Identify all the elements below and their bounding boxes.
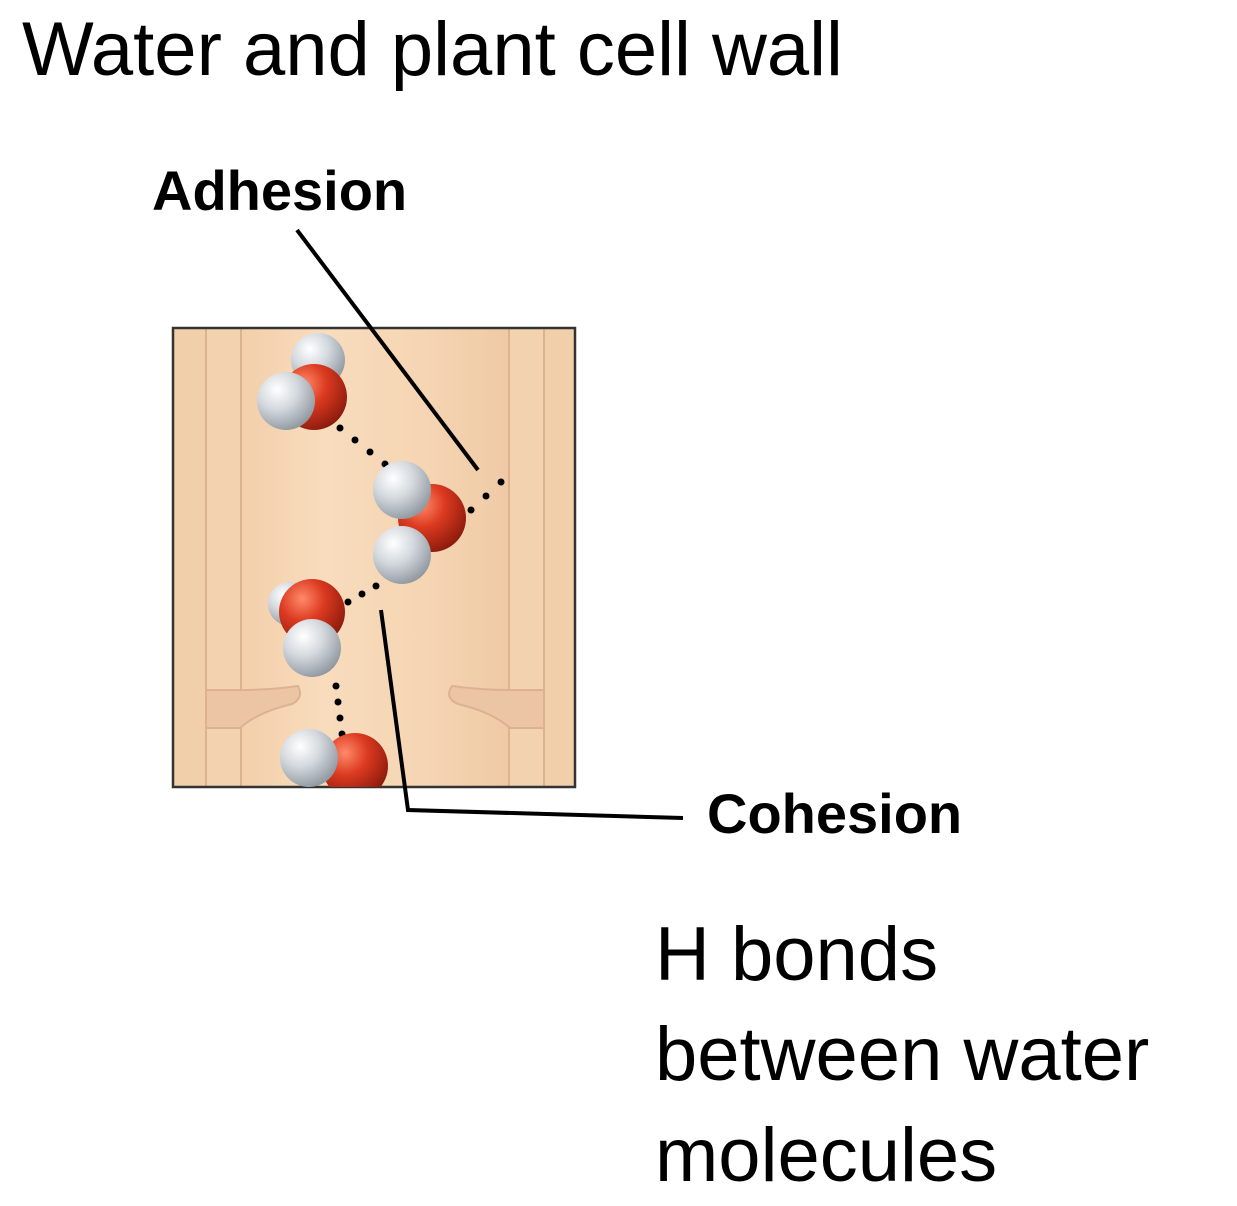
water-molecule-icon xyxy=(268,579,345,677)
adhesion-label: Adhesion xyxy=(152,159,408,222)
hydrogen-bond-dots xyxy=(332,424,505,738)
caption-line: H bonds xyxy=(655,912,939,997)
cohesion-label: Cohesion xyxy=(707,782,963,845)
water-molecule-icon xyxy=(373,461,466,584)
caption-line: molecules xyxy=(655,1112,998,1198)
adhesion-leader-line xyxy=(295,228,480,472)
page-title: Water and plant cell wall xyxy=(22,7,843,92)
h-bonds-caption: H bonds between water molecules xyxy=(655,905,1149,1206)
caption-line: between water xyxy=(655,1012,1150,1098)
cohesion-leader-line xyxy=(379,609,684,820)
water-molecule-icon xyxy=(280,729,388,787)
water-molecule-icon xyxy=(257,333,347,430)
